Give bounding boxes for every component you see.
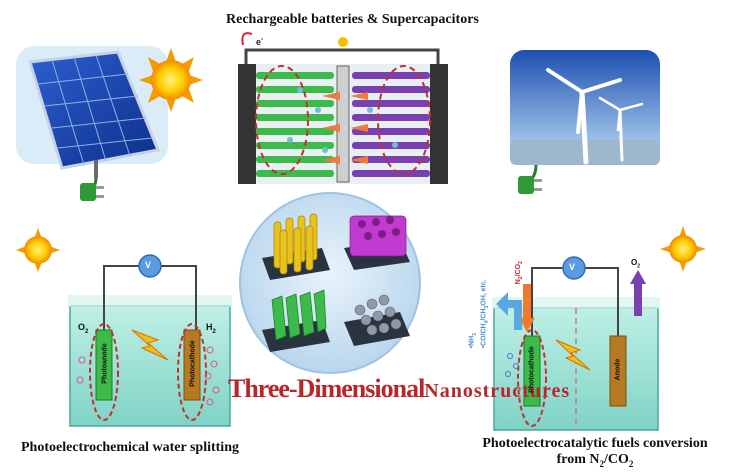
h2-label: H2 [206, 322, 216, 335]
solar-panel-picture [16, 46, 168, 178]
o2-label: O2 [78, 322, 89, 335]
top-title: Rechargeable batteries & Supercapacitors [226, 12, 479, 27]
photocathode-label: Photocathode [189, 340, 197, 387]
o2-label: O2 [631, 258, 641, 270]
products-label: •NH3 •CO/CH4/CH3OH, etc. [468, 279, 491, 349]
plug-icon [518, 164, 542, 194]
plug-icon [79, 177, 104, 201]
anode-label: Anode [614, 358, 622, 381]
bulb-icon [338, 37, 348, 47]
voltmeter-label: V [145, 260, 152, 270]
photocathode-label: Photocathode [528, 346, 536, 393]
sun-icon [139, 48, 203, 112]
battery-cell-diagram [238, 32, 448, 184]
sun-icon [16, 228, 60, 272]
n2-co2-inflow-arrow [519, 284, 535, 332]
electron-label: e- [256, 36, 264, 47]
right-caption: Photoelectrocatalytic fuels conversion f… [482, 436, 708, 469]
wind-turbine-picture [510, 50, 660, 165]
products-outflow-arrow [496, 292, 522, 330]
sun-icon [660, 226, 706, 272]
o2-outflow-arrow [630, 270, 646, 316]
center-title: Three-DimensionalNanostructures [228, 374, 571, 403]
voltmeter-icon [138, 254, 162, 278]
left-caption: Photoelectrochemical water splitting [21, 440, 239, 455]
water-splitting-cell [68, 265, 232, 427]
nanostructures-circle [239, 192, 421, 374]
n2-co2-label: N2/CO2 [514, 261, 525, 285]
voltmeter-icon [562, 256, 586, 280]
photoanode-label: Photoanode [101, 343, 109, 384]
voltmeter-label: V [569, 262, 576, 272]
